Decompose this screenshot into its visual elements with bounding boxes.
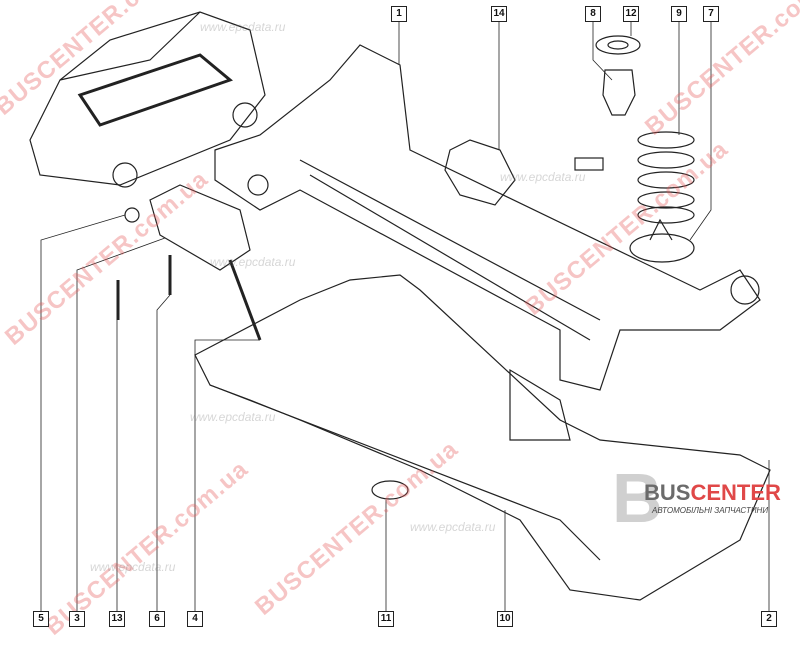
- brackets: [116, 139, 516, 341]
- callout-12[interactable]: 12: [623, 6, 639, 22]
- logo-name-a: BUS: [644, 480, 691, 505]
- callout-9[interactable]: 9: [671, 6, 687, 22]
- logo-mark: B: [612, 459, 663, 537]
- callout-3[interactable]: 3: [69, 611, 85, 627]
- rear-axle-beam: [214, 44, 761, 391]
- leader-lines: [40, 22, 770, 611]
- watermark-site: www.epcdata.ru: [90, 560, 176, 574]
- callout-2[interactable]: 2: [761, 611, 777, 627]
- spring-assembly: [371, 35, 695, 500]
- watermark-site: www.epcdata.ru: [410, 520, 496, 534]
- callout-11[interactable]: 11: [378, 611, 394, 627]
- callout-7[interactable]: 7: [703, 6, 719, 22]
- watermark-site: www.epcdata.ru: [500, 170, 586, 184]
- callout-1[interactable]: 1: [391, 6, 407, 22]
- logo-subtitle: АВТОМОБІЛЬНІ ЗАПЧАСТИНИ: [652, 506, 769, 515]
- callout-4[interactable]: 4: [187, 611, 203, 627]
- subframe: [194, 274, 771, 601]
- logo-name-b: CENTER: [690, 480, 781, 505]
- watermark-site: www.epcdata.ru: [190, 410, 276, 424]
- callout-10[interactable]: 10: [497, 611, 513, 627]
- callout-5[interactable]: 5: [33, 611, 49, 627]
- callout-6[interactable]: 6: [149, 611, 165, 627]
- car-illustration: [29, 11, 266, 188]
- callout-8[interactable]: 8: [585, 6, 601, 22]
- watermark-site: www.epcdata.ru: [200, 20, 286, 34]
- watermark-site: www.epcdata.ru: [210, 255, 296, 269]
- callout-14[interactable]: 14: [491, 6, 507, 22]
- callout-13[interactable]: 13: [109, 611, 125, 627]
